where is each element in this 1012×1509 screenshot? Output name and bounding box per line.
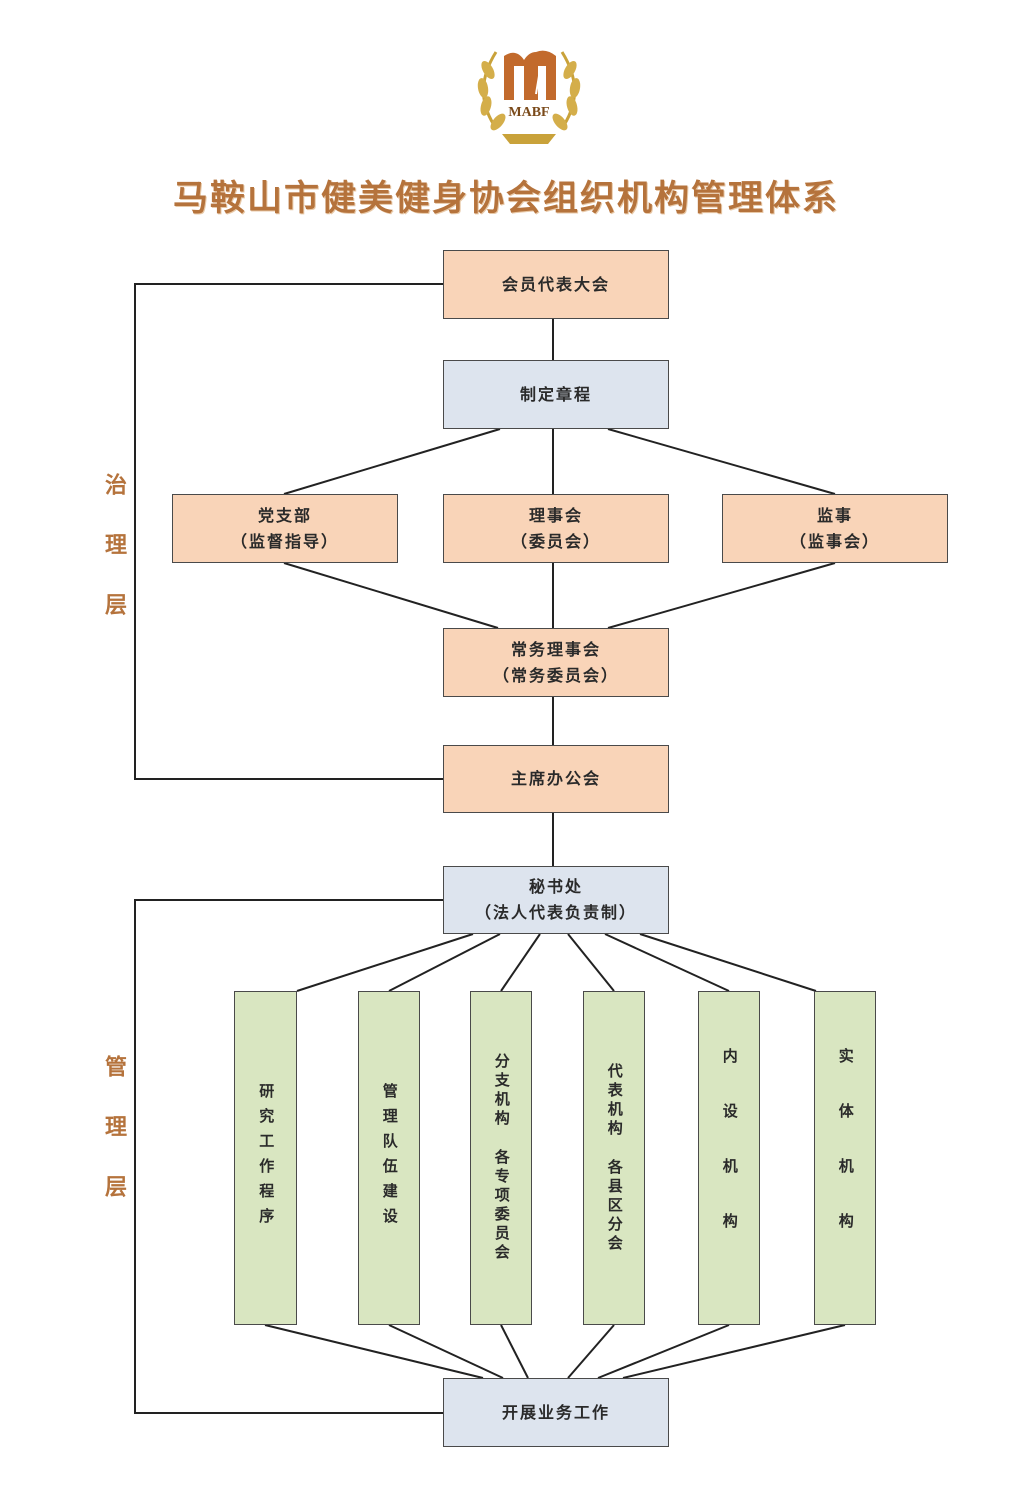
- team-building-node: 管理队伍建设: [358, 991, 420, 1325]
- entity-organizations-node: 实体机构: [814, 991, 876, 1325]
- party-branch-sublabel: （监督指导）: [230, 531, 339, 551]
- members-congress-label: 会员代表大会: [501, 274, 610, 294]
- representative-organizations-node: 代表机构 各县区分会: [583, 991, 645, 1325]
- chair-office-label: 主席办公会: [510, 769, 601, 789]
- branch-organizations-label: 分支机构: [492, 1053, 511, 1129]
- supervisor-node: 监事 （监事会）: [722, 494, 948, 563]
- charter-node: 制定章程: [443, 360, 669, 429]
- council-label: 理事会: [528, 505, 583, 525]
- secretariat-label: 秘书处: [528, 877, 583, 897]
- supervisor-sublabel: （监事会）: [789, 531, 880, 551]
- secretariat-sublabel: （法人代表负责制）: [474, 903, 637, 922]
- party-branch-node: 党支部 （监督指导）: [172, 494, 398, 563]
- team-building-label: 管理队伍建设: [380, 1083, 399, 1233]
- mabf-logo: MABF: [466, 30, 592, 152]
- supervisor-label: 监事: [816, 505, 853, 525]
- research-procedure-label: 研究工作程序: [257, 1083, 276, 1233]
- branch-organizations-node: 分支机构 各专项委员会: [470, 991, 532, 1325]
- council-node: 理事会 （委员会）: [443, 494, 669, 563]
- party-branch-label: 党支部: [257, 505, 312, 525]
- page-title: 马鞍山市健美健身协会组织机构管理体系: [172, 178, 839, 219]
- management-layer-label: 管理层: [101, 1055, 127, 1235]
- business-work-label: 开展业务工作: [501, 1402, 610, 1422]
- entity-organizations-label: 实体机构: [836, 1048, 855, 1268]
- representative-organizations-label: 代表机构: [605, 1062, 624, 1139]
- governance-layer-label: 治理层: [101, 473, 127, 653]
- members-congress-node: 会员代表大会: [443, 250, 669, 319]
- standing-council-sublabel: （常务委员会）: [492, 665, 619, 685]
- chair-office-node: 主席办公会: [443, 745, 669, 813]
- county-branches-label: 各县区分会: [605, 1158, 624, 1254]
- standing-council-label: 常务理事会: [510, 639, 601, 659]
- standing-council-node: 常务理事会 （常务委员会）: [443, 628, 669, 697]
- research-procedure-node: 研究工作程序: [234, 991, 297, 1325]
- charter-label: 制定章程: [519, 384, 592, 404]
- council-sublabel: （委员会）: [510, 531, 601, 551]
- internal-organizations-node: 内设机构: [698, 991, 760, 1325]
- laurel-wreath-icon: [477, 44, 581, 144]
- secretariat-node: 秘书处 （法人代表负责制）: [443, 866, 669, 934]
- logo-text: MABF: [508, 105, 550, 120]
- internal-organizations-label: 内设机构: [720, 1048, 739, 1268]
- business-work-node: 开展业务工作: [443, 1378, 669, 1447]
- special-committees-label: 各专项委员会: [492, 1149, 511, 1263]
